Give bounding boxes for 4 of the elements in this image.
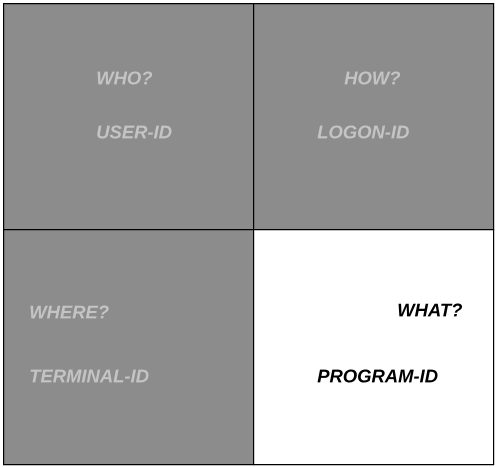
grid-cell: WHERE? TERMINAL-ID [3,229,254,466]
grid-cell: WHO? USER-ID [3,3,254,230]
grid-cell: HOW? LOGON-ID [253,3,494,230]
grid-cell: WHAT? PROGRAM-ID [253,229,494,466]
